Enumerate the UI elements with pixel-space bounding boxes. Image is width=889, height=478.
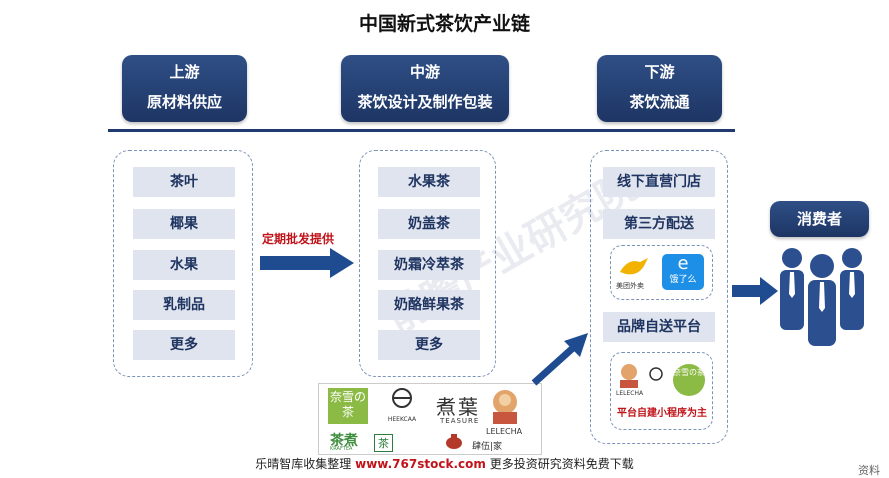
siji-logo: 肆伍|家 <box>472 442 503 452</box>
arrow-label: 定期批发提供 <box>262 232 335 246</box>
mini-program-label: 平台自建小程序为主 <box>617 408 707 419</box>
heekcaa-small-icon <box>649 367 663 381</box>
midstream-group <box>359 150 496 377</box>
downstream-title: 下游 <box>644 63 675 81</box>
downstream-subtitle: 茶饮流通 <box>629 93 690 111</box>
third-party-item: 第三方配送 <box>603 209 715 239</box>
upstream-item: 乳制品 <box>133 290 235 320</box>
upstream-item: 茶叶 <box>133 167 235 197</box>
footer-url[interactable]: www.767stock.com <box>355 457 486 471</box>
midstream-item: 更多 <box>378 330 480 360</box>
teapot-icon <box>446 434 462 449</box>
delivery-platforms <box>610 245 713 300</box>
nayuki-logo: 奈雪の茶 <box>328 388 368 424</box>
footer: 乐晴智库收集整理 www.767stock.com 更多投资研究资料免费下载 <box>0 455 889 472</box>
corner-text: 资料 <box>858 464 880 477</box>
eleme-label: 饿了么 <box>669 275 697 285</box>
lelecha-small-icon <box>620 364 638 388</box>
offline-store-item: 线下直营门店 <box>603 167 715 197</box>
eleme-logo: e 饿了么 <box>662 254 704 290</box>
eleme-icon: e <box>677 253 689 274</box>
page-title: 中国新式茶饮产业链 <box>358 13 530 35</box>
upstream-subtitle: 原材料供应 <box>146 93 222 111</box>
nayuki-small-logo: 奈雪の茶 <box>673 364 705 396</box>
midstream-item: 奶酪鲜果茶 <box>378 290 480 320</box>
upstream-item: 更多 <box>133 330 235 360</box>
meituan-label: 美团外卖 <box>616 282 644 290</box>
midstream-subtitle: 茶饮设计及制作包装 <box>357 93 493 111</box>
midstream-item: 水果茶 <box>378 167 480 197</box>
lelecha-small-label: LELECHA <box>616 390 644 397</box>
footer-suffix: 更多投资研究资料免费下载 <box>489 457 634 471</box>
footer-prefix: 乐晴智库收集整理 <box>255 457 352 471</box>
upstream-header: 上游 原材料供应 <box>122 55 247 122</box>
teasure-logo: 煮葉 <box>436 395 480 419</box>
right-arrow-icon <box>260 248 354 278</box>
consumers-icon <box>780 248 864 346</box>
chalu-label: KRAFTEA <box>330 446 353 452</box>
upstream-title: 上游 <box>169 63 200 81</box>
diagonal-arrow-icon <box>531 333 588 386</box>
kangaroo-icon <box>620 258 648 275</box>
naixue-logo: 茶 <box>374 434 393 452</box>
consumer-header: 消费者 <box>770 201 869 237</box>
teasure-label: TEASURE <box>440 417 480 425</box>
heekcaa-logo: HEEKCAA <box>378 388 426 424</box>
midstream-title: 中游 <box>409 63 440 81</box>
self-delivery-item: 品牌自送平台 <box>603 312 715 342</box>
downstream-header: 下游 茶饮流通 <box>597 55 722 122</box>
lelecha-label: LELECHA <box>486 427 523 436</box>
mini-program-panel <box>610 352 713 430</box>
stage-divider <box>108 129 735 132</box>
midstream-item: 奶盖茶 <box>378 209 480 239</box>
downstream-group <box>590 150 728 444</box>
lelecha-icon <box>493 390 517 424</box>
upstream-item: 水果 <box>133 250 235 280</box>
midstream-item: 奶霜冷萃茶 <box>378 250 480 280</box>
heekcaa-label: HEEKCAA <box>387 416 417 423</box>
consumer-arrow-icon <box>732 277 778 305</box>
midstream-header: 中游 茶饮设计及制作包装 <box>341 55 509 122</box>
upstream-group <box>113 150 253 377</box>
heekcaa-icon <box>392 388 412 408</box>
upstream-item: 椰果 <box>133 209 235 239</box>
chalu-logo: 茶煮 <box>330 433 358 449</box>
